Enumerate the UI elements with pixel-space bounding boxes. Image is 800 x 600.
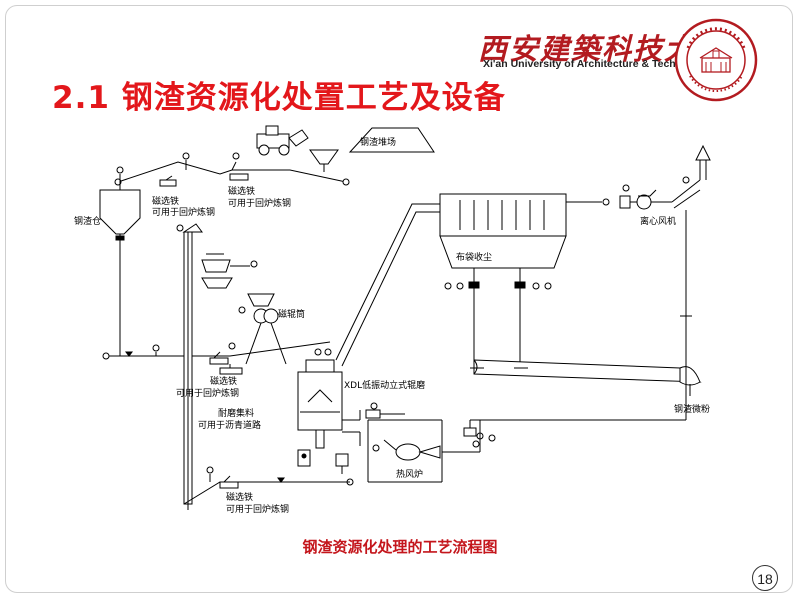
label-fan: 离心风机 [640, 215, 676, 227]
label-mag-iron-2: 磁选铁 [228, 185, 255, 197]
label-mag-iron-2-use: 可用于回炉炼钢 [228, 197, 291, 209]
school-name-en: Xi'an University of Architecture & Techn… [483, 58, 711, 70]
label-wear-aggregate-use: 可用于沥青道路 [198, 419, 261, 431]
label-wear-aggregate: 耐磨集料 [218, 407, 254, 419]
label-hot-air-furnace: 热风炉 [396, 468, 423, 480]
label-mag-iron-3: 磁选铁 [210, 375, 237, 387]
label-mag-iron-1-use: 可用于回炉炼钢 [152, 206, 215, 218]
label-magnetic-drum: 磁辊筒 [278, 308, 305, 320]
slide-title: 2.1 钢渣资源化处置工艺及设备 [52, 80, 506, 116]
feed-hopper [309, 149, 339, 165]
hot-air-furnace [367, 419, 443, 483]
label-steel-slag-powder: 钢渣微粉 [674, 403, 710, 415]
slag-bin [99, 189, 141, 235]
process-flow-diagram: 钢渣堆场 钢渣仓 磁选铁 可用于回炉炼钢 磁选铁 可用于回炉炼钢 磁辊筒 磁选铁… [74, 125, 711, 515]
label-mag-iron-1: 磁选铁 [152, 195, 179, 207]
label-mill: XDL低振动立式辊磨 [344, 379, 425, 391]
label-bag-filter: 布袋收尘 [456, 251, 492, 263]
magnetic-drum [238, 293, 287, 365]
label-slag-bin: 钢渣仓 [74, 215, 101, 227]
stockpile-shape [348, 127, 435, 153]
vertical-roller-mill [297, 348, 343, 449]
label-mag-iron-4-use: 可用于回炉炼钢 [226, 503, 289, 515]
loader-icon [256, 125, 309, 156]
bag-filter [439, 193, 567, 289]
page-number: 18 [752, 565, 778, 591]
diagram-caption: 钢渣资源化处理的工艺流程图 [302, 538, 498, 556]
slide-frame [5, 5, 793, 593]
label-mag-iron-3-use: 可用于回炉炼钢 [176, 387, 239, 399]
label-stockpile: 钢渣堆场 [360, 136, 396, 148]
university-seal-logo [674, 18, 758, 102]
label-mag-iron-4: 磁选铁 [226, 491, 253, 503]
